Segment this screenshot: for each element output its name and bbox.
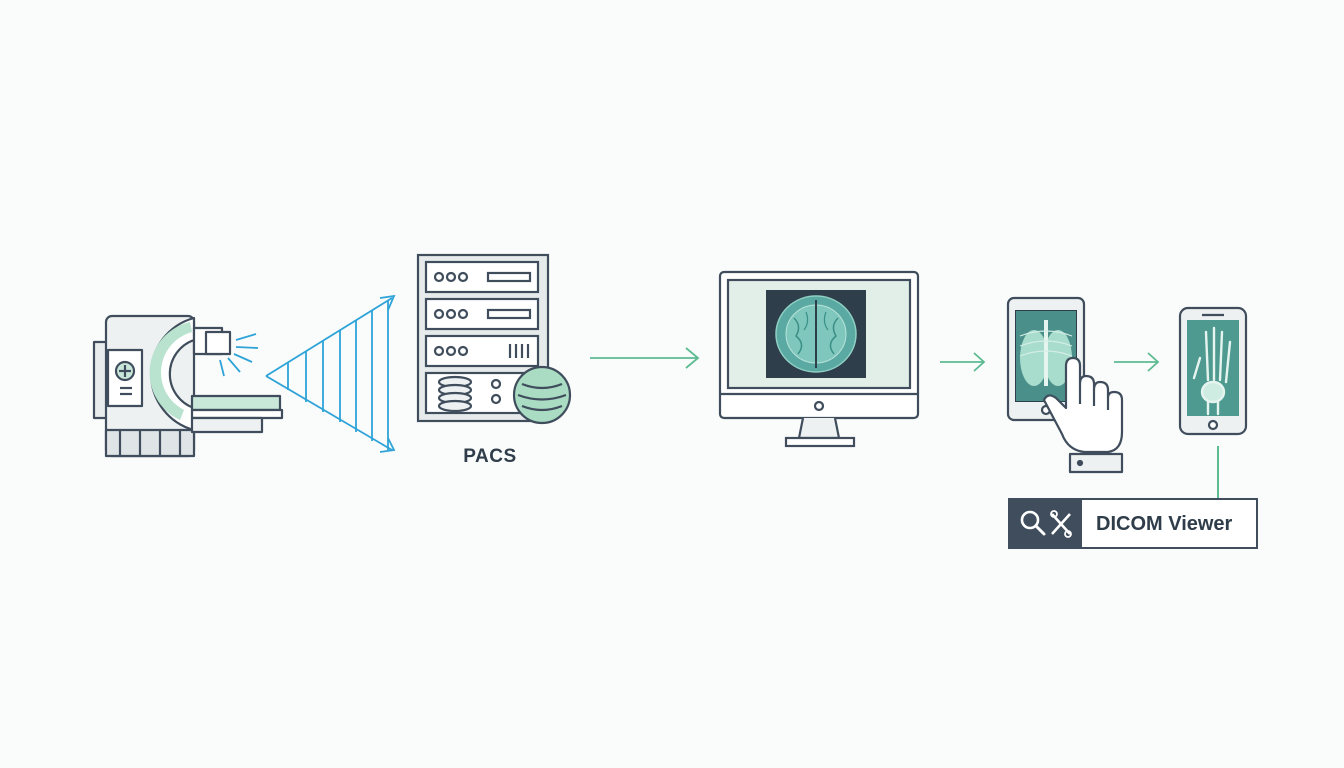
ct-scanner-icon bbox=[92, 314, 284, 458]
arrow-workstation-to-tablet bbox=[940, 352, 986, 372]
smartphone-icon bbox=[1178, 306, 1248, 436]
brain-scan-icon bbox=[775, 295, 857, 373]
arrow-pacs-to-workstation bbox=[590, 347, 700, 369]
dicom-viewer-label: DICOM Viewer bbox=[1096, 513, 1233, 535]
hand-pointer-icon bbox=[1042, 356, 1124, 474]
tablet-icon bbox=[1006, 296, 1086, 422]
hand-xray-icon bbox=[1192, 326, 1232, 416]
search-tools-icon bbox=[1010, 500, 1082, 547]
monitor-icon bbox=[718, 270, 920, 448]
beam-rays-icon bbox=[219, 333, 259, 377]
pacs-label: PACS bbox=[463, 446, 517, 467]
database-icon bbox=[512, 365, 572, 425]
dicom-viewer-panel[interactable]: DICOM Viewer bbox=[1008, 498, 1258, 549]
arrow-tablet-to-phone bbox=[1114, 352, 1160, 372]
beam-icon bbox=[265, 294, 396, 453]
